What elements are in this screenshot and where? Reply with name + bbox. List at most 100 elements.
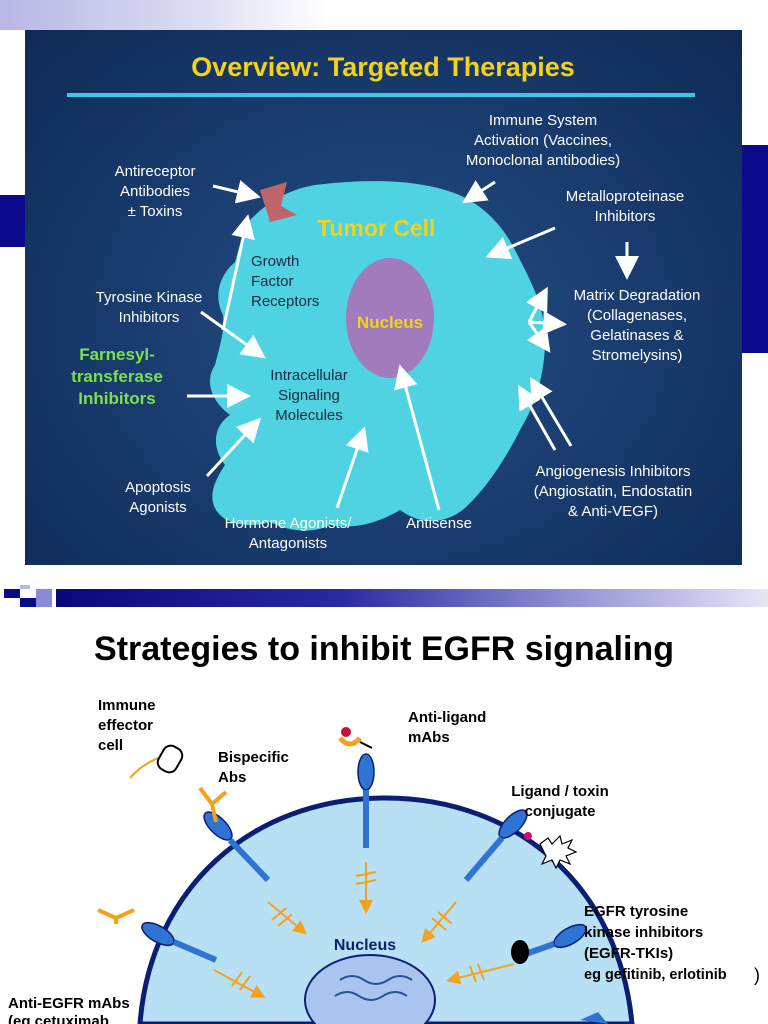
label-mmp-1: Metalloproteinase <box>566 188 684 205</box>
label-tki-1: Tyrosine Kinase <box>96 289 203 306</box>
arrow-tki <box>200 310 266 359</box>
receptor-left <box>141 921 218 963</box>
label-matrix-3: Gelatinases & <box>590 327 683 344</box>
egfr-label-immune-3: cell <box>98 737 123 754</box>
therapy-labels: Immune System Activation (Vaccines, Mono… <box>96 112 701 552</box>
egfr-label-tki-2: kinase inhibitors <box>584 924 703 941</box>
signaling-line-2: Signaling <box>278 387 340 404</box>
block-right-1 <box>469 965 477 983</box>
growth-factor-line-3: Receptors <box>251 293 319 310</box>
egfr-label-antiegfr-2: (eg cetuximab <box>8 1013 109 1024</box>
left-decor-bar <box>0 195 26 247</box>
egfr-label-conjugate-1: Ligand / toxin <box>511 783 609 800</box>
label-antisense: Antisense <box>406 515 472 532</box>
label-farnesyl-3: Inhibitors <box>78 389 155 408</box>
divider-square-2 <box>20 598 36 607</box>
receptor-top <box>357 753 375 848</box>
label-antireceptor-1: Antireceptor <box>115 163 196 180</box>
label-antireceptor-3: ± Toxins <box>128 203 183 220</box>
label-mmp-2: Inhibitors <box>595 208 656 225</box>
label-hormone-1: Hormone Agonists/ <box>225 515 353 532</box>
right-decor-bar <box>740 145 768 353</box>
signal-arrow-left <box>213 969 266 998</box>
block-top-1 <box>355 871 377 877</box>
divider-square-1 <box>4 589 20 598</box>
slide-divider <box>0 585 768 611</box>
label-matrix-2: (Collagenases, <box>587 307 687 324</box>
arrow-matrix-1 <box>525 286 548 323</box>
tumor-cell-label: Tumor Cell <box>317 215 435 241</box>
title-rule <box>67 93 695 97</box>
arrow-angio-2 <box>529 376 573 447</box>
label-apoptosis-2: Agonists <box>129 499 187 516</box>
signal-arrow-upper-left <box>267 901 308 935</box>
immune-cell-icon <box>156 744 184 774</box>
antiligand-mab <box>338 727 373 749</box>
dna-strand-1 <box>339 975 413 985</box>
therapy-arrows <box>187 180 639 511</box>
toxin-icon <box>539 834 578 870</box>
tki-blob <box>511 940 529 964</box>
block-right-2 <box>477 963 485 981</box>
label-antireceptor-2: Antibodies <box>120 183 190 200</box>
anti-egfr-mab-shape <box>97 908 135 924</box>
arrow-antisense <box>394 364 441 511</box>
label-immune-3: Monoclonal antibodies) <box>466 152 620 169</box>
bispecific-ab-shape <box>198 786 228 823</box>
egfr-strategies-diagram: Nucleus <box>8 697 760 1024</box>
arrow-mmp <box>485 226 556 260</box>
targeted-therapies-diagram: Overview: Targeted Therapies Nucleus Tum… <box>67 52 701 552</box>
egfr-nucleus <box>304 954 436 1024</box>
block-left-2 <box>239 975 251 991</box>
antiligand-line <box>359 741 373 749</box>
arrow-matrix-3 <box>526 321 551 353</box>
egfr-label-tki-1: EGFR tyrosine <box>584 903 688 920</box>
top-decor-gradient <box>0 0 330 30</box>
antireceptor-receptor-shape <box>260 182 297 222</box>
label-immune-2: Activation (Vaccines, <box>474 132 612 149</box>
arrow-immune <box>461 180 496 204</box>
egfr-label-antiligand-2: mAbs <box>408 729 450 746</box>
egfr-label-bispecific-1: Bispecific <box>218 749 289 766</box>
signaling-line-1: Intracellular <box>270 367 348 384</box>
block-upper-left-2 <box>277 913 293 927</box>
signal-arrow-upper-right <box>421 901 457 944</box>
arrow-antireceptor <box>212 180 261 204</box>
tki-drug <box>511 940 529 964</box>
egfr-label-conjugate-2: conjugate <box>525 803 596 820</box>
slide2-title: Strategies to inhibit EGFR signaling <box>94 630 674 668</box>
immune-effector <box>129 744 184 779</box>
block-upper-left-1 <box>271 907 287 921</box>
divider-square-4 <box>20 585 30 589</box>
growth-factor-line-1: Growth <box>251 253 299 270</box>
nucleus <box>346 258 434 378</box>
partial-receptor <box>580 1012 608 1024</box>
signaling-line-3: Molecules <box>275 407 343 424</box>
label-farnesyl-1: Farnesyl- <box>79 345 155 364</box>
egfr-nucleus-label: Nucleus <box>334 937 396 954</box>
block-marks <box>231 871 485 991</box>
egfr-label-tki-3: (EGFR-TKIs) <box>584 945 673 962</box>
antiligand-mab-shape <box>338 736 362 747</box>
slide1-title: Overview: Targeted Therapies <box>191 52 575 82</box>
nucleus-label: Nucleus <box>357 313 423 332</box>
ligand-toxin-conjugate <box>524 832 578 870</box>
receptors <box>141 753 587 963</box>
egfr-label-antiligand-1: Anti-ligand <box>408 709 486 726</box>
farnesyl-label: Farnesyl- transferase Inhibitors <box>71 345 163 408</box>
label-immune-1: Immune System <box>489 112 597 129</box>
growth-factor-line-2: Factor <box>251 273 294 290</box>
block-top-2 <box>355 879 377 885</box>
egfr-label-immune-2: effector <box>98 717 153 734</box>
block-upper-right-2 <box>431 917 447 931</box>
label-angio-1: Angiogenesis Inhibitors <box>535 463 690 480</box>
egfr-label-immune-1: Immune <box>98 697 156 714</box>
arrow-angio-1 <box>518 384 557 451</box>
divider-gradient-bar <box>56 589 768 607</box>
arrow-matrix-2 <box>528 310 567 335</box>
label-matrix-1: Matrix Degradation <box>574 287 701 304</box>
egfr-label-antiegfr-1: Anti-EGFR mAbs <box>8 995 130 1012</box>
arrow-apoptosis <box>205 417 262 478</box>
egfr-closing-paren: ) <box>754 965 760 985</box>
receptor-upper-left <box>203 811 271 883</box>
